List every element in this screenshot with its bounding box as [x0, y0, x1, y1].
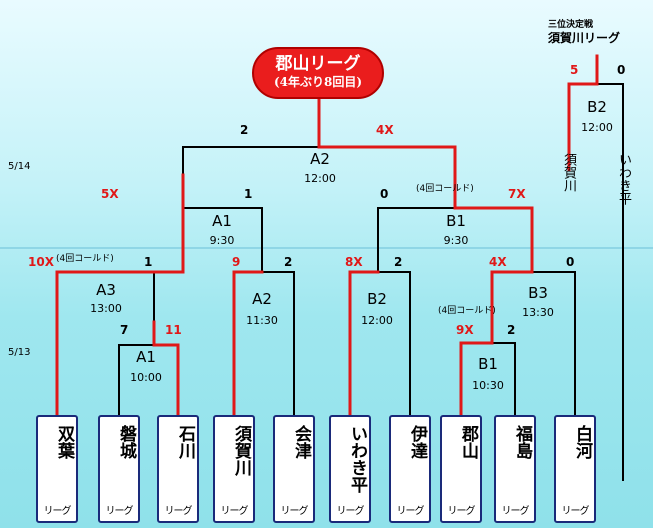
date-day2: 5/14 [8, 161, 31, 172]
team-name: 双葉 [54, 425, 74, 459]
r1-a1-game-name: A1 [136, 348, 156, 366]
r1-b1-score-right: 2 [507, 323, 516, 337]
team-name: 石川 [175, 425, 195, 459]
qf-a3-score-left: 10X [28, 255, 54, 269]
team-suffix: リーグ [164, 506, 193, 517]
team-name: 郡山 [458, 425, 478, 459]
team-box-aizu: 会津 リーグ [273, 415, 315, 523]
team-suffix: リーグ [280, 506, 309, 517]
third-place-league: 須賀川リーグ [548, 31, 621, 45]
team-suffix: リーグ [105, 506, 134, 517]
team-box-iwaki: 磐城 リーグ [98, 415, 140, 523]
qf-b3-score-right: 0 [566, 255, 575, 269]
team-name: 伊達 [407, 425, 427, 459]
third-team-right: いわき平 [616, 153, 631, 205]
team-name: いわき平 [347, 425, 367, 493]
path-ishikawa [152, 320, 180, 417]
r1-a1-score-left: 7 [120, 323, 129, 337]
semi-b-score-left: 0 [380, 187, 389, 201]
path-iwaki-third [596, 83, 624, 481]
semi-a-game-time: 9:30 [209, 234, 235, 247]
path-qf-a3-win [55, 206, 185, 417]
third-game-name: B2 [587, 98, 607, 116]
path-iwaki [348, 270, 380, 417]
qf-a3-note: (4回コールド) [56, 254, 114, 264]
path-koriyama-r1 [453, 206, 534, 417]
path-sukagawa [232, 270, 264, 417]
third-score-left: 5 [570, 63, 579, 77]
team-suffix: リーグ [396, 506, 425, 517]
team-box-iwakitaira: いわき平 リーグ [329, 415, 371, 523]
path-sukagawa-third [567, 54, 599, 172]
team-box-fukushima: 福島 リーグ [494, 415, 536, 523]
semi-a-score-right: 1 [244, 187, 253, 201]
final-score-left: 2 [240, 123, 249, 137]
qf-b2-score-left: 8X [345, 255, 363, 269]
team-name: 須賀川 [231, 425, 251, 476]
team-suffix: リーグ [220, 506, 249, 517]
qf-b3-game-name: B3 [528, 284, 548, 302]
champion-badge: 郡山リーグ (4年ぶり8回目) [252, 47, 384, 99]
qf-a3-score-right: 1 [144, 255, 153, 269]
path-semi-a-right [182, 207, 263, 273]
champion-note: (4年ぶり8回目) [273, 75, 363, 89]
semi-a-score-left: 5X [101, 187, 119, 201]
qf-b2-game-time: 12:00 [361, 314, 393, 327]
qf-b2-game-name: B2 [367, 290, 387, 308]
final-score-right: 4X [376, 123, 394, 137]
team-box-koriyama: 郡山 リーグ [440, 415, 482, 523]
path-koriyama-final [317, 98, 457, 210]
team-suffix: リーグ [336, 506, 365, 517]
r1-b1-score-left: 9X [456, 323, 474, 337]
qf-b3-score-left: 4X [489, 255, 507, 269]
third-game-time: 12:00 [581, 121, 613, 134]
r1-b1-note: (4回コールド) [438, 306, 496, 316]
team-suffix: リーグ [561, 506, 590, 517]
r1-b1-game-name: B1 [478, 355, 498, 373]
team-name: 福島 [512, 425, 532, 459]
semi-a-game-name: A1 [212, 212, 232, 230]
path-r1-a1-left [118, 344, 155, 416]
path-shirakawa [531, 271, 576, 416]
team-box-futaba: 双葉 リーグ [36, 415, 78, 523]
team-name: 会津 [291, 425, 311, 459]
path-a2-left [182, 146, 320, 176]
semi-b-note: (4回コールド) [416, 184, 474, 194]
semi-b-game-name: B1 [446, 212, 466, 230]
team-name: 磐城 [116, 425, 136, 459]
team-suffix: リーグ [43, 506, 72, 517]
qf-a2-score-left: 9 [232, 255, 241, 269]
champion-name: 郡山リーグ [275, 54, 361, 74]
semi-b-game-time: 9:30 [443, 234, 469, 247]
team-name: 白河 [572, 425, 592, 459]
qf-a2-score-right: 2 [284, 255, 293, 269]
qf-a2-game-name: A2 [252, 290, 272, 308]
team-box-date: 伊達 リーグ [389, 415, 431, 523]
r1-a1-game-time: 10:00 [130, 371, 162, 384]
team-box-shirakawa: 白河 リーグ [554, 415, 596, 523]
team-suffix: リーグ [501, 506, 530, 517]
qf-a3-game-time: 13:00 [90, 302, 122, 315]
r1-b1-game-time: 10:30 [472, 379, 504, 392]
third-score-right: 0 [617, 63, 626, 77]
r1-a1-score-right: 11 [165, 323, 182, 337]
qf-b2-score-right: 2 [394, 255, 403, 269]
winning-paths [55, 54, 599, 417]
team-suffix: リーグ [447, 506, 476, 517]
qf-a2-game-time: 11:30 [246, 314, 278, 327]
semi-b-score-right: 7X [508, 187, 526, 201]
day-separator-line [0, 247, 653, 249]
team-box-ishikawa: 石川 リーグ [157, 415, 199, 523]
third-team-left: 須賀川 [561, 153, 576, 192]
team-box-sukagawa: 須賀川 リーグ [213, 415, 255, 523]
third-place-title: 三位決定戦 [548, 20, 594, 30]
qf-a3-game-name: A3 [96, 281, 116, 299]
date-day1: 5/13 [8, 347, 31, 358]
path-semi-b-left [377, 207, 456, 273]
final-game-time: 12:00 [304, 172, 336, 185]
qf-b3-game-time: 13:30 [522, 306, 554, 319]
final-game-name: A2 [310, 150, 330, 168]
